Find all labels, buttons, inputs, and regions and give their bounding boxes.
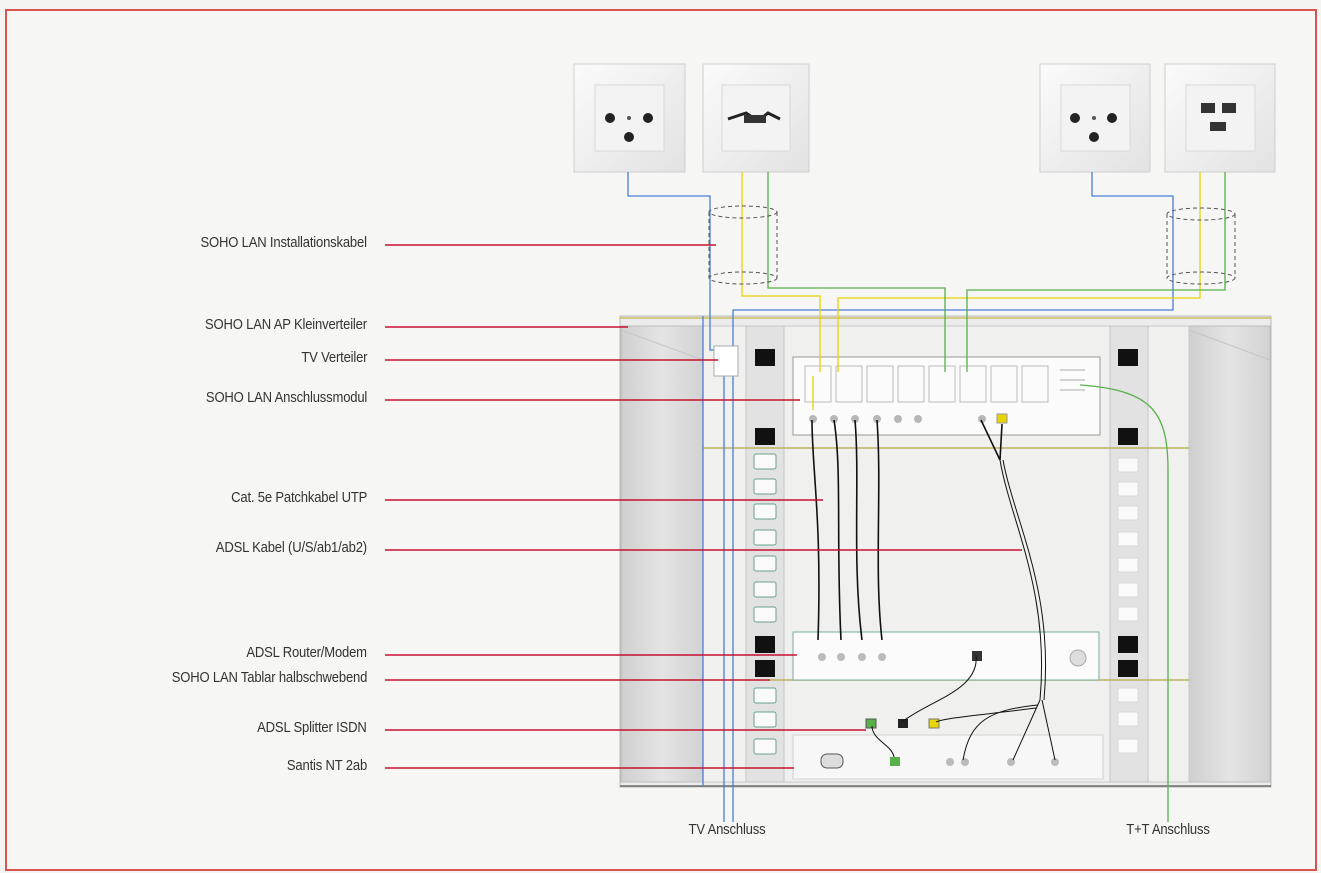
label-tablar: SOHO LAN Tablar halbschwebend — [171, 670, 368, 686]
label-tt-anschluss: T+T Anschluss — [1126, 822, 1210, 838]
cabinet — [619, 315, 1272, 788]
label-patchkabel: Cat. 5e Patchkabel UTP — [230, 490, 367, 506]
callout-lines — [385, 244, 1022, 769]
rj45-outlet-icon — [1201, 103, 1236, 131]
label-kleinverteiler: SOHO LAN AP Kleinverteiler — [205, 317, 367, 333]
data-outlet-icon — [727, 111, 781, 123]
santis-nt — [792, 734, 1104, 780]
anschlussmodul — [792, 356, 1101, 436]
cable-bundle-left — [708, 205, 778, 285]
cable-blue — [627, 172, 1174, 822]
tv-outlet-left — [573, 63, 686, 173]
rj45-outlet-right — [1164, 63, 1276, 173]
tv-outlet-icon — [605, 113, 615, 123]
label-adsl-kabel: ADSL Kabel (U/S/ab1/ab2) — [215, 540, 367, 556]
tv-verteiler-box — [713, 345, 739, 377]
cable-bundle-right — [1166, 207, 1236, 285]
tv-outlet-right — [1039, 63, 1151, 173]
label-splitter: ADSL Splitter ISDN — [257, 720, 368, 736]
adsl-cable — [871, 459, 1056, 761]
label-tv-verteiler: TV Verteiler — [300, 350, 367, 366]
cable-green — [767, 172, 1226, 822]
data-outlet-left — [702, 63, 810, 173]
adsl-splitter — [865, 718, 940, 729]
patch-cables — [811, 419, 1003, 641]
cable-yellow — [741, 172, 1201, 410]
label-santis: Santis NT 2ab — [286, 758, 367, 774]
adsl-router — [792, 631, 1100, 681]
label-installationskabel: SOHO LAN Installationskabel — [200, 235, 368, 251]
label-anschlussmodul: SOHO LAN Anschlussmodul — [205, 390, 367, 406]
label-tv-anschluss: TV Anschluss — [688, 822, 766, 838]
label-router: ADSL Router/Modem — [246, 645, 368, 661]
